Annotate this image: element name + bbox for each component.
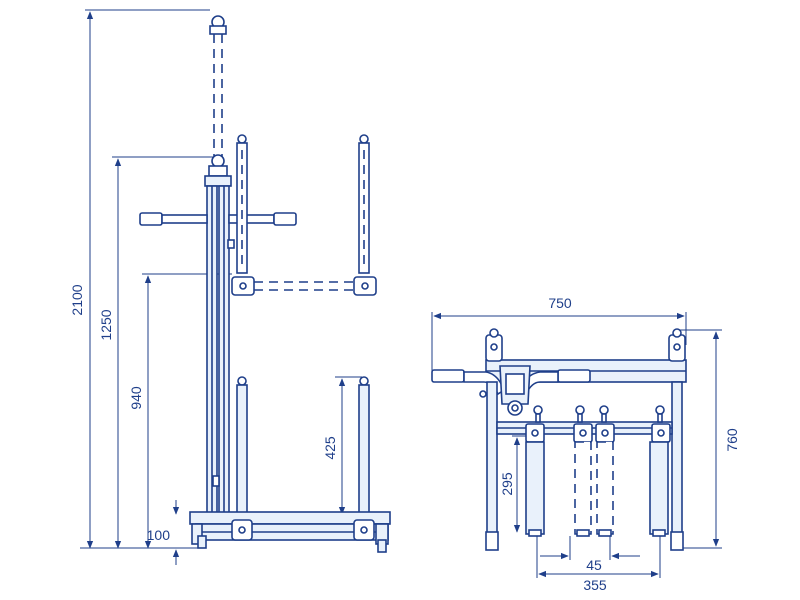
label-100: 100 xyxy=(147,527,171,543)
front-view: 750 760 295 45 355 xyxy=(431,295,740,593)
clamp-knobs xyxy=(533,405,665,423)
dimension-width: 750 xyxy=(431,295,687,372)
lower-supports xyxy=(236,376,370,521)
dimension-column-gap: 45 xyxy=(540,536,640,573)
main-mast xyxy=(204,154,235,517)
base-frame xyxy=(189,511,391,553)
side-rails xyxy=(479,381,684,551)
dimension-lower-column: 425 xyxy=(322,376,362,515)
dimension-upper-height: 1250 xyxy=(98,156,215,549)
outer-columns xyxy=(525,441,669,537)
label-425: 425 xyxy=(322,436,338,460)
dimension-column-height: 295 xyxy=(499,435,530,533)
label-750: 750 xyxy=(548,295,572,311)
label-940: 940 xyxy=(128,386,144,410)
inner-columns-dashed xyxy=(574,441,614,537)
center-clamp xyxy=(499,365,531,416)
dimension-base-height: 100 xyxy=(80,500,200,565)
label-355: 355 xyxy=(583,577,607,593)
label-295: 295 xyxy=(499,472,515,496)
label-1250: 1250 xyxy=(98,309,114,340)
side-view: 2100 1250 940 425 100 xyxy=(69,9,391,565)
dimension-front-height: 760 xyxy=(676,329,740,549)
label-2100: 2100 xyxy=(69,284,85,315)
label-45: 45 xyxy=(586,557,602,573)
upper-arm-dashed xyxy=(231,276,377,296)
label-760: 760 xyxy=(724,428,740,452)
extended-mast-dashed xyxy=(209,15,227,158)
dimension-total-height: 2100 xyxy=(69,9,210,549)
side-handles xyxy=(139,212,297,226)
upper-supports-dashed xyxy=(236,134,370,274)
dimension-column-span: 355 xyxy=(536,536,661,593)
